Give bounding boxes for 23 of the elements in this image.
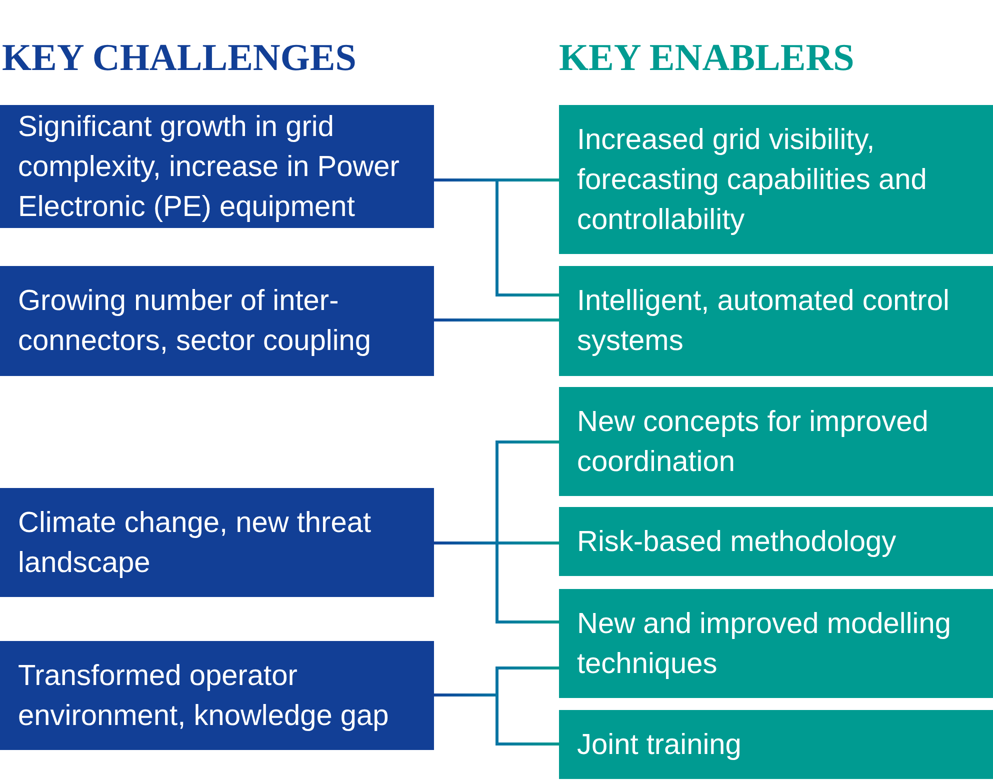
box-text: Growing number of inter-connectors, sector coupling (18, 284, 372, 359)
box-text: Risk-based methodology (577, 524, 896, 560)
box-text: New and improved modelling techniques (577, 606, 952, 682)
box-text: Increased grid visibility, forecasting capabilities and controllability (577, 122, 928, 238)
enabler-box (559, 710, 993, 779)
enabler-box (559, 266, 993, 376)
challenge-box (0, 641, 434, 750)
column-heading: KEY CHALLENGES (2, 36, 356, 80)
box-text: Joint training (577, 728, 742, 762)
box-text: Significant growth in grid complexity, increase in Power Electronic (PE) equipment (18, 110, 400, 224)
challenge-box (0, 105, 434, 228)
enabler-box (559, 387, 993, 496)
connector-line (434, 318, 559, 322)
enabler-box (559, 105, 993, 254)
enabler-box (559, 589, 993, 698)
column-heading: KEY ENABLERS (559, 36, 854, 80)
box-text: Climate change, new threat landscape (18, 506, 372, 580)
box-text: New concepts for improved coordination (577, 404, 930, 480)
challenge-box (0, 488, 434, 597)
box-text: Intelligent, automated control systems (577, 284, 950, 359)
challenge-box (0, 266, 434, 376)
box-text: Transformed operator environment, knowledge gap (18, 658, 390, 734)
enabler-box (559, 507, 993, 576)
